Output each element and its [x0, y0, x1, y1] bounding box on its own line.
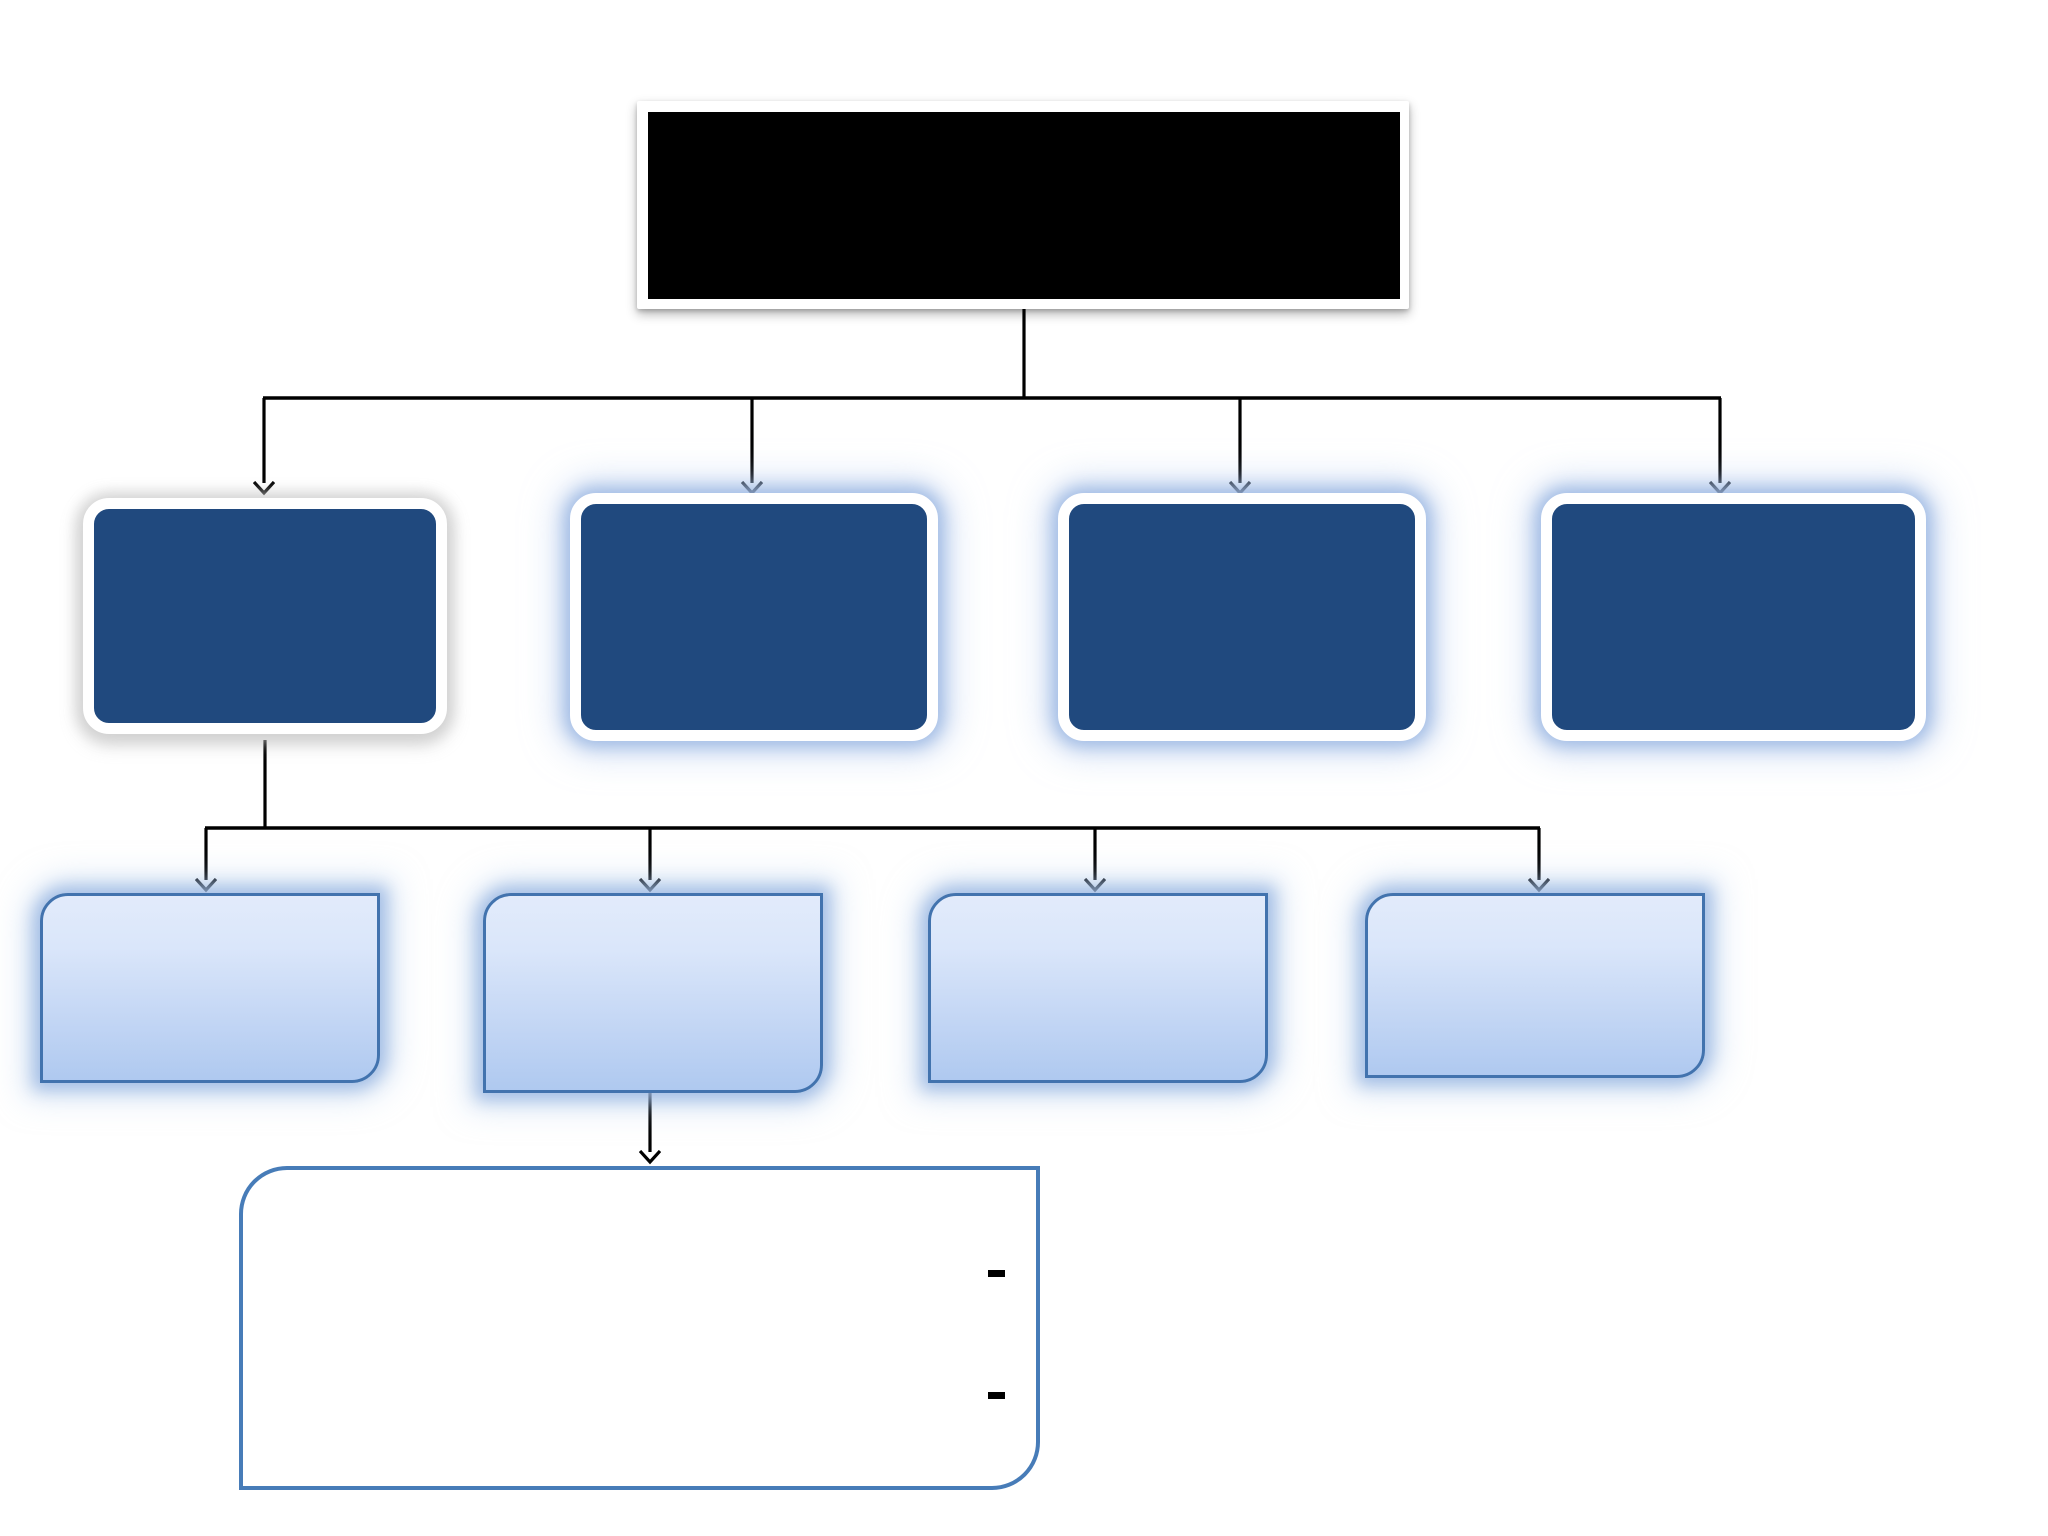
- level1-node-4[interactable]: [1541, 493, 1926, 741]
- note-bullet-marker-1: [988, 1270, 1005, 1277]
- level1-node-2[interactable]: [570, 493, 938, 741]
- level2-node-2[interactable]: [483, 893, 823, 1093]
- level1-node-1[interactable]: [83, 498, 447, 734]
- root-node-redaction: [648, 112, 1400, 299]
- level1-node-3[interactable]: [1058, 493, 1426, 741]
- level2-node-3[interactable]: [928, 893, 1268, 1083]
- root-node[interactable]: [637, 101, 1409, 309]
- note-node[interactable]: [239, 1166, 1040, 1490]
- level2-node-1[interactable]: [40, 893, 380, 1083]
- note-bullet-marker-2: [988, 1392, 1005, 1399]
- level2-node-4[interactable]: [1365, 893, 1705, 1078]
